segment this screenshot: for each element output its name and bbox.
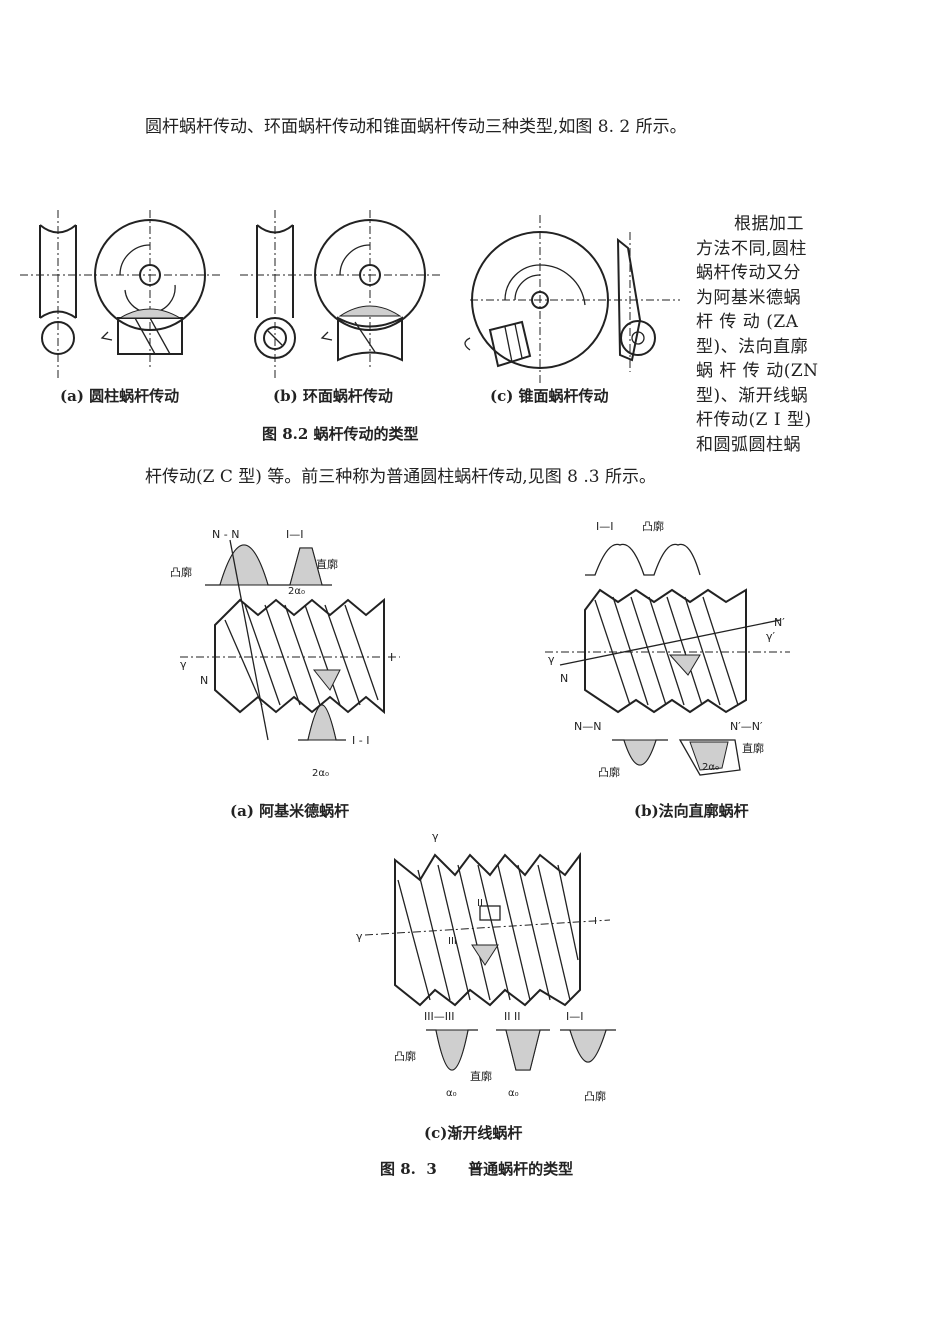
- fig-8-3b-label-gamma: γ: [548, 653, 555, 666]
- fig-8-3a-label-nn: N - N: [212, 528, 239, 541]
- fig-8-3c-label-alpha2: α₀: [508, 1088, 519, 1099]
- fig-8-3b-label-convex-bottom: 凸廓: [598, 765, 620, 779]
- fig-8-3a-label-axis-i: I: [390, 651, 393, 664]
- fig-8-3a-label-alpha: 2α₀: [288, 586, 305, 597]
- side-text-line: 方法不同,圆柱: [696, 238, 807, 259]
- side-text-line: 根据加工: [734, 214, 804, 234]
- fig-8-3c-label-gamma2: γ: [356, 930, 363, 943]
- fig-8-3c-label-sec1: I—I: [566, 1010, 584, 1023]
- fig-8-3b-caption: (b)法向直廓蜗杆: [634, 802, 749, 820]
- fig-8-3b-label-nn-prime: N′—N′: [730, 720, 763, 733]
- intro-text: 圆杆蜗杆传动、环面蜗杆传动和锥面蜗杆传动三种类型,如图 8. 2 所示。: [145, 117, 687, 137]
- fig-8-3c-label-straight: 直廓: [470, 1069, 492, 1083]
- fig-8-3c-label-alpha1: α₀: [446, 1088, 457, 1099]
- continuation-text: 杆传动(Z C 型) 等。前三种称为普通圆柱蜗杆传动,见图 8 .3 所示。: [145, 467, 656, 487]
- side-text-line: 型)、法向直廓: [696, 336, 809, 357]
- fig-8-2b-caption: (b) 环面蜗杆传动: [273, 387, 393, 405]
- side-text-line: 蜗杆传动又分: [696, 263, 801, 283]
- fig-8-3a-label-ii: I—I: [286, 528, 304, 541]
- side-text: 根据加工 方法不同,圆柱 蜗杆传动又分 为阿基米德蜗 杆 传 动 (ZA 型)、…: [696, 212, 819, 457]
- fig-8-3c-label-convex: 凸廓: [394, 1049, 416, 1063]
- fig-8-3c-label-iii: III: [448, 936, 457, 947]
- side-text-line: 为阿基米德蜗: [696, 287, 801, 308]
- fig-8-3b-label-ii: I—I: [596, 520, 614, 533]
- fig-8-3a-label-n: N: [200, 674, 208, 687]
- fig-8-3a-label-gamma: γ: [180, 658, 187, 671]
- fig-8-2a-caption: (a) 圆柱蜗杆传动: [60, 387, 180, 405]
- fig-8-3a-label-alpha2: 2α₀: [312, 768, 329, 779]
- fig-8-3c-label-i: I: [594, 916, 597, 927]
- fig-8-3a-label-ii2: I - I: [352, 734, 369, 747]
- fig-8-3c-label-ii: II: [477, 898, 483, 909]
- fig-8-3a-label-convex: 凸廓: [170, 565, 192, 579]
- fig-8-3b-label-n: N: [560, 672, 568, 685]
- fig-8-2c-drawing: [464, 215, 680, 385]
- fig-8-2c-caption: (c) 锥面蜗杆传动: [490, 387, 609, 405]
- fig-8-3c-caption: (c)渐开线蜗杆: [424, 1124, 523, 1142]
- fig-8-3b-label-nn: N—N: [574, 720, 601, 733]
- fig-8-3b-label-n-prime: N′: [774, 616, 785, 629]
- fig-8-3-title: 图 8. 3 普通蜗杆的类型: [380, 1160, 574, 1178]
- fig-8-3b-label-alpha: 2α₀: [702, 762, 719, 773]
- fig-8-3c-label-convex2: 凸廓: [584, 1089, 606, 1103]
- fig-8-3b-label-straight: 直廓: [742, 741, 764, 755]
- fig-8-3c-label-sec3: III—III: [424, 1010, 454, 1023]
- fig-8-3c-label-gamma: γ: [432, 830, 439, 843]
- fig-8-2-title: 图 8.2 蜗杆传动的类型: [262, 425, 419, 443]
- side-text-line: 杆 传 动 (ZA: [696, 312, 799, 332]
- side-text-line: 和圆弧圆柱蜗: [696, 434, 801, 455]
- fig-8-3a-caption: (a) 阿基米德蜗杆: [230, 802, 350, 820]
- fig-8-3b-label-gamma2: γ′: [766, 630, 776, 643]
- fig-8-2b-drawing: [240, 210, 440, 380]
- side-text-line: 杆传动(Z I 型): [696, 410, 812, 430]
- fig-8-2a-drawing: [20, 210, 220, 380]
- fig-8-3b-label-convex-top: 凸廓: [642, 519, 664, 533]
- fig-8-3c-label-sec2: II II: [504, 1010, 520, 1023]
- side-text-line: 蜗 杆 传 动(ZN: [696, 361, 819, 381]
- side-text-line: 型)、渐开线蜗: [696, 385, 809, 406]
- fig-8-3a-label-straight: 直廓: [316, 557, 338, 571]
